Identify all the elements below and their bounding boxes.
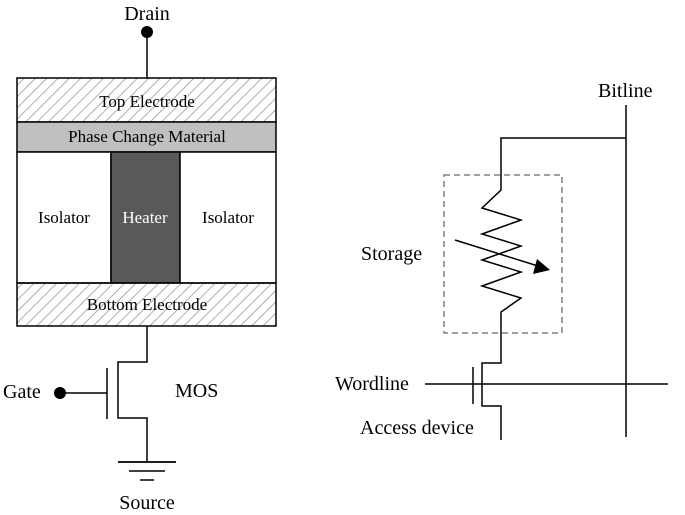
bitline-connection [500,137,626,175]
pcm-cell-structure: Drain Top Electrode Phase Change Materia… [3,3,277,514]
bottom-electrode-label: Bottom Electrode [87,295,207,314]
isolator-right [179,151,277,284]
mos-label: MOS [175,380,218,402]
bitline-label: Bitline [598,80,653,102]
top-electrode-label: Top Electrode [99,92,195,111]
isolator-left-label: Isolator [38,208,90,227]
bottom-electrode [16,282,277,327]
drain-terminal [141,26,153,38]
storage-box [443,174,563,334]
isolator-right-label: Isolator [202,208,254,227]
wordline-label: Wordline [335,373,409,395]
gate-label: Gate [3,381,41,403]
resistor-icon [479,175,524,333]
phase-change-layer [16,121,277,153]
source-label: Source [119,492,175,514]
phase-change-label: Phase Change Material [68,127,226,146]
access-transistor [472,333,502,440]
variable-arrow-icon [454,239,539,267]
gate-terminal [54,387,66,399]
heater-label: Heater [122,208,168,227]
drain-label: Drain [124,3,170,25]
arrowhead-icon [533,259,550,274]
memory-cell-circuit: Bitline Storage Wordline Access device [335,80,668,440]
mos-transistor [60,326,176,481]
access-device-label: Access device [360,417,474,439]
storage-label: Storage [361,243,422,265]
